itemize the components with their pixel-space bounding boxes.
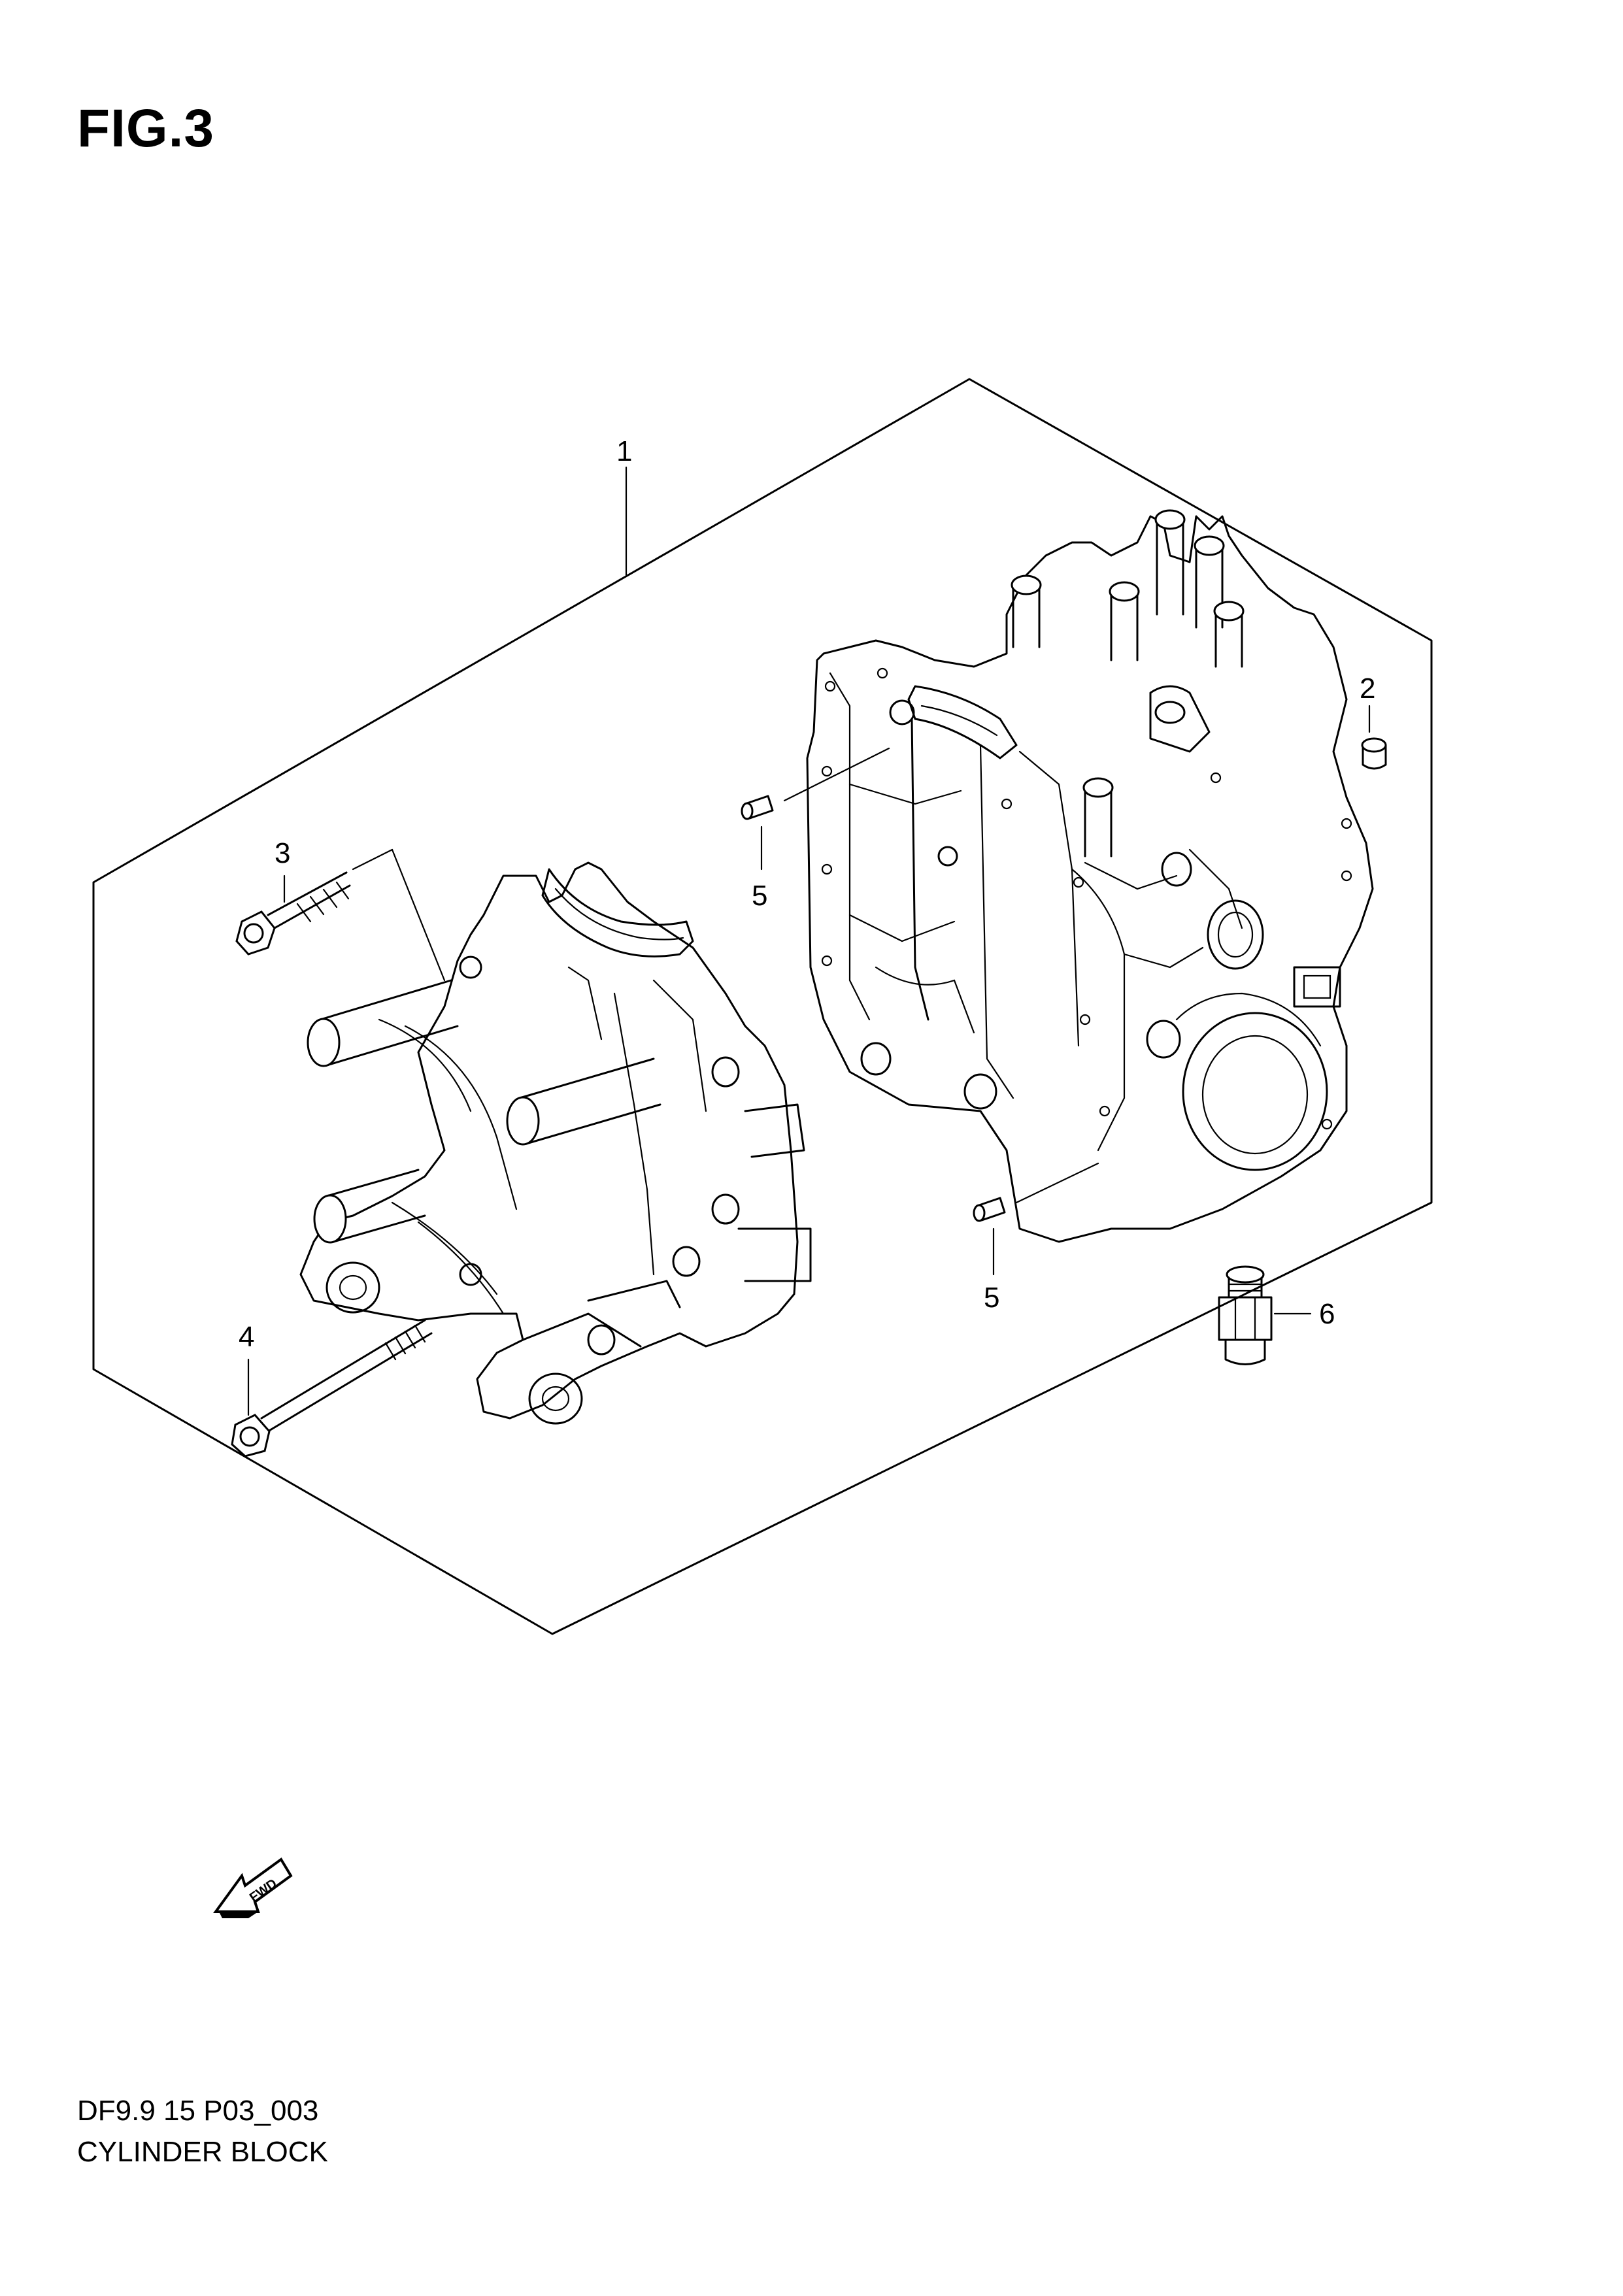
head-bosses — [1011, 509, 1245, 857]
fwd-arrow-icon: FWD — [213, 1857, 293, 1918]
callout-1[interactable]: 1 — [616, 435, 632, 467]
callout-4[interactable]: 4 — [239, 1321, 254, 1353]
dowel-pin-2[interactable] — [1361, 737, 1387, 770]
callout-3[interactable]: 3 — [275, 837, 290, 869]
crankcase-bosses — [307, 956, 812, 1425]
bolt-holes — [821, 667, 1352, 1130]
crankcase[interactable] — [299, 861, 812, 1425]
figure-title: FIG.3 — [77, 99, 215, 158]
callout-2[interactable]: 2 — [1360, 673, 1375, 705]
assembly-boundary — [92, 378, 1433, 1635]
dowel-pin-5-upper[interactable] — [741, 747, 890, 820]
bolt-short-leader — [391, 848, 446, 982]
figure-code: DF9.9 15 P03_003 — [77, 2095, 319, 2127]
figure-name: CYLINDER BLOCK — [77, 2136, 328, 2168]
callout-5b[interactable]: 5 — [984, 1282, 999, 1314]
bolt-short[interactable] — [235, 871, 351, 956]
callout-6[interactable]: 6 — [1319, 1298, 1335, 1330]
water-fitting-6[interactable] — [1218, 1265, 1273, 1365]
dowel-pin-5-lower[interactable] — [973, 1162, 1099, 1222]
cylinder-block[interactable] — [806, 509, 1374, 1243]
callout-5a[interactable]: 5 — [752, 880, 767, 912]
bolt-long[interactable] — [231, 1319, 433, 1457]
